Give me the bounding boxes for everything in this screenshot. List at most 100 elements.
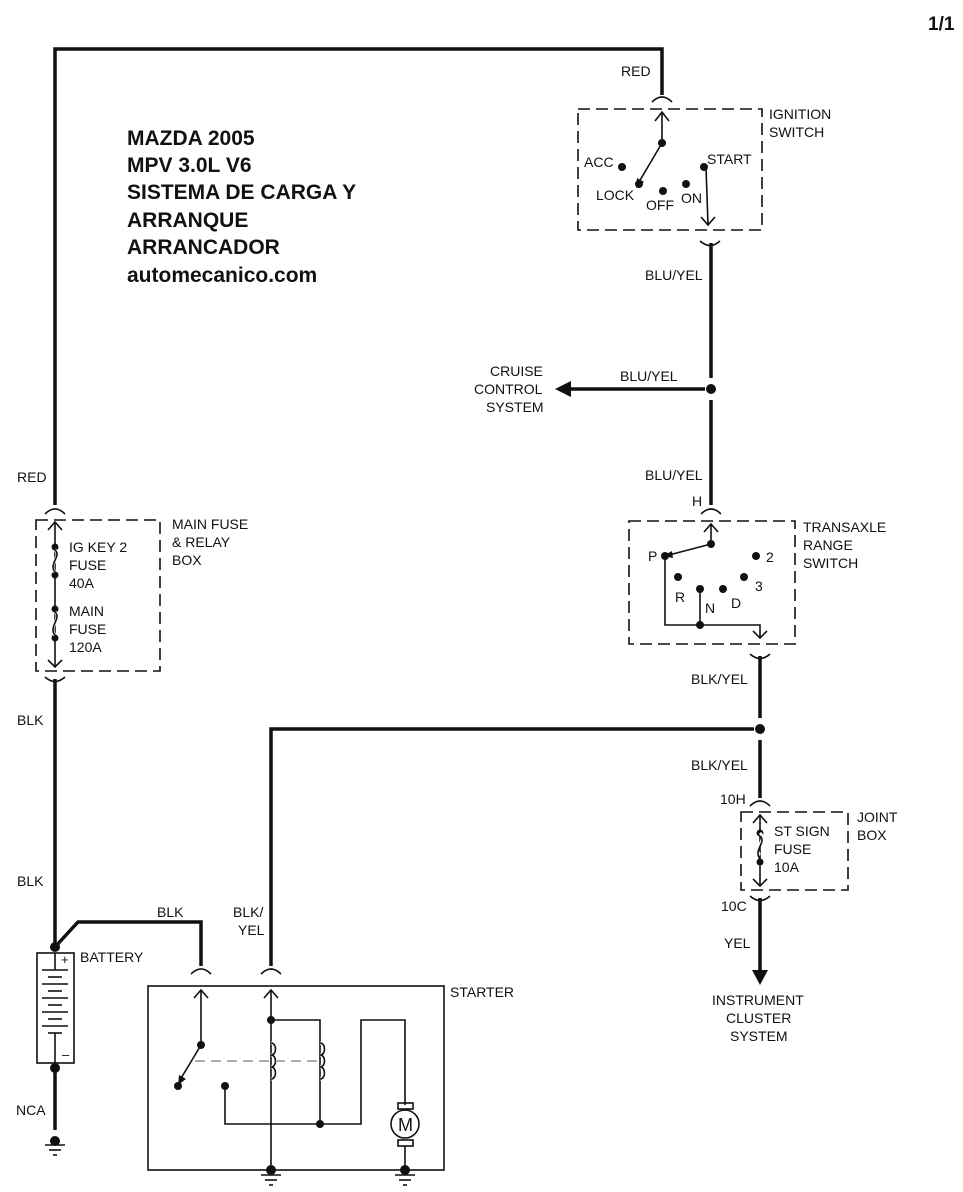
pos-r: R [675,589,685,605]
connector-icon [260,968,282,975]
fuse-st-sign-1: ST SIGN [774,823,830,839]
hold-in-coil-icon [319,1042,326,1080]
pos-n: N [705,600,715,616]
wire-blk-starter [53,920,203,966]
fuse-icon [52,611,58,636]
transaxle-name-3: SWITCH [803,555,858,571]
transaxle-name-1: TRANSAXLE [803,519,886,535]
fuse-terminal [51,543,59,551]
wire-label-blk-yel-starter-2: YEL [238,922,265,938]
pos-p: P [648,548,657,564]
connector-icon [700,508,722,515]
wire-label-blu-yel-1: BLU/YEL [645,267,703,283]
fuse-st-sign-2: FUSE [774,841,811,857]
ground-icon [395,1165,415,1186]
title-line-3: SISTEMA DE CARGA Y [127,181,356,204]
fuse2-line-3: 120A [69,639,102,655]
connector-icon [749,800,771,807]
motor-label: M [398,1115,413,1135]
ground-icon [261,1165,281,1186]
motor-brush [397,1139,414,1147]
fuse-line [752,813,768,888]
fuse-icon [757,835,763,860]
junction [696,621,704,629]
title-line-1: MAZDA 2005 [127,127,255,150]
ignition-switch-name-2: SWITCH [769,124,824,140]
splice-starter [755,724,765,734]
wire-red [53,47,664,505]
joint-box-name-2: BOX [857,827,887,843]
switch-blade [638,142,663,183]
wire-label-blu-yel-2: BLU/YEL [645,467,703,483]
battery-plus: + [61,952,69,967]
connector-icon [44,508,66,515]
fuse1-line-3: 40A [69,575,95,591]
contact-d [719,585,727,593]
ignition-switch: ACC LOCK OFF ON START IGNITION SWITCH [577,96,831,247]
wire-label-blk-starter: BLK [157,904,184,920]
fuse-terminal [756,858,764,866]
battery-cells-icon [42,969,68,1034]
title-line-2: MPV 3.0L V6 [127,154,252,177]
instrument-line-2: CLUSTER [726,1010,791,1026]
fuse-terminal [51,605,59,613]
arrow-instrument-icon [752,970,768,985]
transaxle-range-switch: H P R N D 3 2 TRANSAXLE RANGE SWITCH [628,493,886,660]
wire-label-red-top: RED [621,63,651,79]
motor-icon [390,1109,420,1139]
wire-label-blu-yel-cruise: BLU/YEL [620,368,678,384]
ignition-switch-box [577,108,763,231]
transaxle-name-2: RANGE [803,537,853,553]
wire-label-blk-2: BLK [17,873,44,889]
pos-d: D [731,595,741,611]
battery-positive-terminal [50,942,60,952]
wire-label-blk-1: BLK [17,712,44,728]
arrow-cruise-icon [555,381,571,397]
page-indicator: 1/1 [928,14,955,35]
main-fuse-box-name-1: MAIN FUSE [172,516,248,532]
cruise-line-2: CONTROL [474,381,543,397]
main-fuse-box-outline [35,519,161,672]
joint-box: 10H ST SIGN FUSE 10A JOINT BOX 10C [720,791,898,914]
instrument-line-3: SYSTEM [730,1028,788,1044]
main-fuse-relay-box: IG KEY 2 FUSE 40A MAIN FUSE 120A MAIN FU… [35,508,248,683]
terminal-arrow-icon [654,110,670,143]
wire-label-blk-yel-1: BLK/YEL [691,671,748,687]
pos-3: 3 [755,578,763,594]
transaxle-switch-box [628,520,796,645]
title-line-5: ARRANCADOR [127,236,280,259]
contact-3 [740,573,748,581]
contact-2 [752,552,760,560]
junction [316,1120,324,1128]
ignition-switch-name-1: IGNITION [769,106,831,122]
pos-off: OFF [646,197,674,213]
fuse2-line-1: MAIN [69,603,104,619]
title-block: MAZDA 2005 MPV 3.0L V6 SISTEMA DE CARGA … [127,127,356,287]
wire-label-blk-yel-2: BLK/YEL [691,757,748,773]
connector-10c: 10C [721,898,747,914]
main-fuse-box-name-3: BOX [172,552,202,568]
battery-minus: – [62,1047,70,1062]
connector-10h: 10H [720,791,746,807]
park-neutral-link [664,556,768,640]
contact-on [682,180,690,188]
contact-r [674,573,682,581]
starter-box [147,985,445,1171]
pos-2: 2 [766,549,774,565]
connector-icon [190,968,212,975]
contact-lock [635,180,643,188]
connector-icon [651,96,673,103]
motor-brush [397,1102,414,1110]
motor-feed-wire [224,1019,406,1125]
splice-cruise [706,384,716,394]
joint-box-outline [740,811,849,891]
starter-name: STARTER [450,984,514,1000]
hold-coil-wire [271,1019,321,1122]
contact-off [659,187,667,195]
contact-acc [618,163,626,171]
fuse-st-sign-3: 10A [774,859,800,875]
terminal-arrow-icon [193,988,209,1045]
fuse-icon [52,549,58,573]
start-output-arrow [700,166,716,227]
